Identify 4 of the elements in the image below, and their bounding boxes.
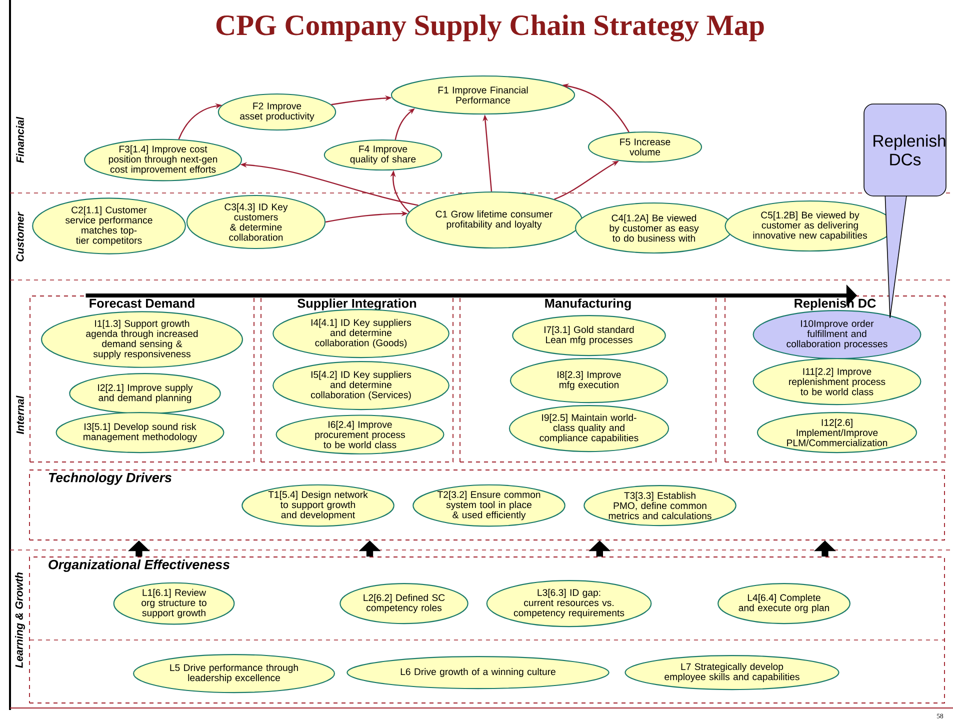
band-label: Learning & Growth [15, 572, 25, 668]
band-label: Internal [16, 396, 24, 434]
title: CPG Company Supply Chain Strategy Map [216, 14, 764, 42]
band-label: Financial [16, 116, 24, 163]
